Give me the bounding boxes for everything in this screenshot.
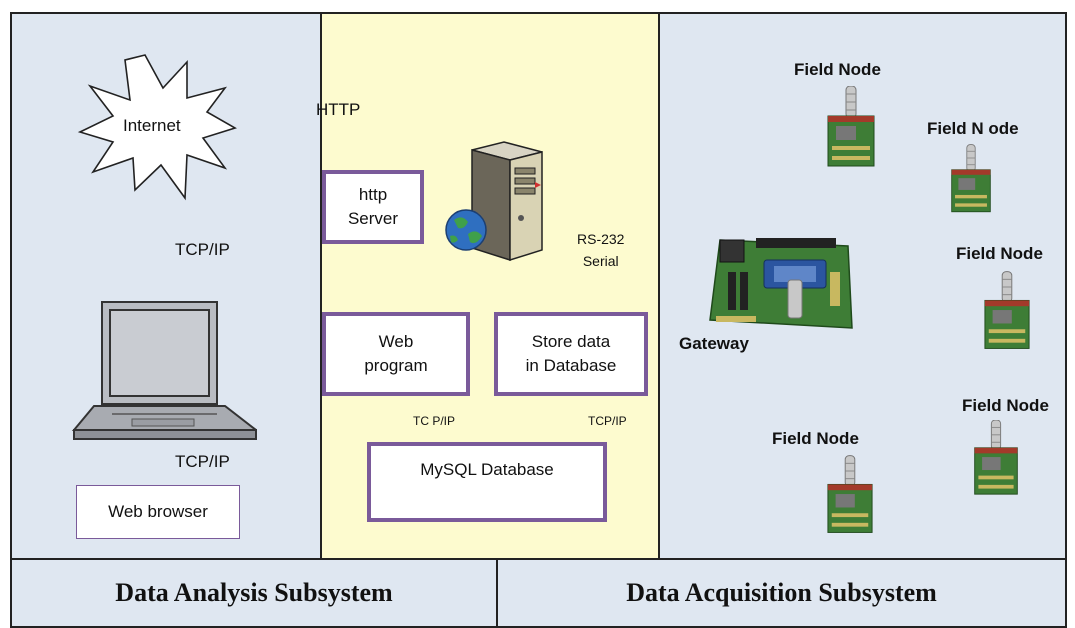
field-node-icon-3 (984, 271, 1030, 349)
web-browser-box: Web browser (76, 485, 240, 539)
gateway-label: Gateway (679, 334, 749, 353)
field-node-label-3: Field Node (956, 244, 1043, 263)
tcpip-label-top: TCP/IP (175, 240, 230, 259)
server-tower-icon (445, 141, 543, 262)
gateway-board-icon (709, 238, 853, 329)
field-node-icon-2 (951, 144, 991, 213)
field-node-label-4: Field Node (962, 396, 1049, 415)
field-node-icon-1 (827, 86, 875, 167)
mysql-database-box: MySQL Database (367, 442, 607, 522)
mysql-database-label: MySQL Database (420, 460, 554, 479)
field-node-icon-5 (827, 455, 873, 533)
laptop-icon (72, 301, 257, 440)
http-label: HTTP (316, 100, 361, 119)
field-node-label-1: Field Node (794, 60, 881, 79)
http-server-box: http Server (322, 170, 424, 244)
data-analysis-subsystem-label: Data Analysis Subsystem (115, 578, 393, 607)
tcpip-label-mid-left: TC P/IP (413, 414, 456, 428)
http-server-line-1: http (358, 185, 388, 204)
field-node-icon-4 (974, 420, 1018, 495)
tcpip-label-bottom: TCP/IP (175, 452, 230, 471)
web-program-line-2: program (364, 356, 428, 375)
data-analysis-subsystem-footer: Data Analysis Subsystem (10, 558, 498, 628)
tcpip-label-mid-right: TCP/IP (588, 414, 627, 428)
store-data-line-1: Store data (531, 332, 611, 351)
web-browser-label: Web browser (108, 502, 208, 521)
web-program-line-1: Web (378, 332, 414, 351)
rs232-line-2: Serial (582, 253, 619, 269)
rs232-label: RS-232 Serial (577, 228, 624, 272)
store-data-line-2: in Database (525, 356, 617, 375)
rs232-line-1: RS-232 (577, 231, 625, 247)
field-node-label-5: Field Node (772, 429, 859, 448)
http-server-line-2: Server (347, 209, 399, 228)
field-node-label-2: Field N ode (927, 119, 1019, 138)
data-acquisition-subsystem-footer: Data Acquisition Subsystem (496, 558, 1067, 628)
web-program-box: Web program (322, 312, 470, 396)
internet-label: Internet (123, 116, 181, 135)
internet-cloud-icon (77, 54, 237, 201)
data-acquisition-subsystem-label: Data Acquisition Subsystem (626, 578, 937, 607)
store-data-box: Store data in Database (494, 312, 648, 396)
